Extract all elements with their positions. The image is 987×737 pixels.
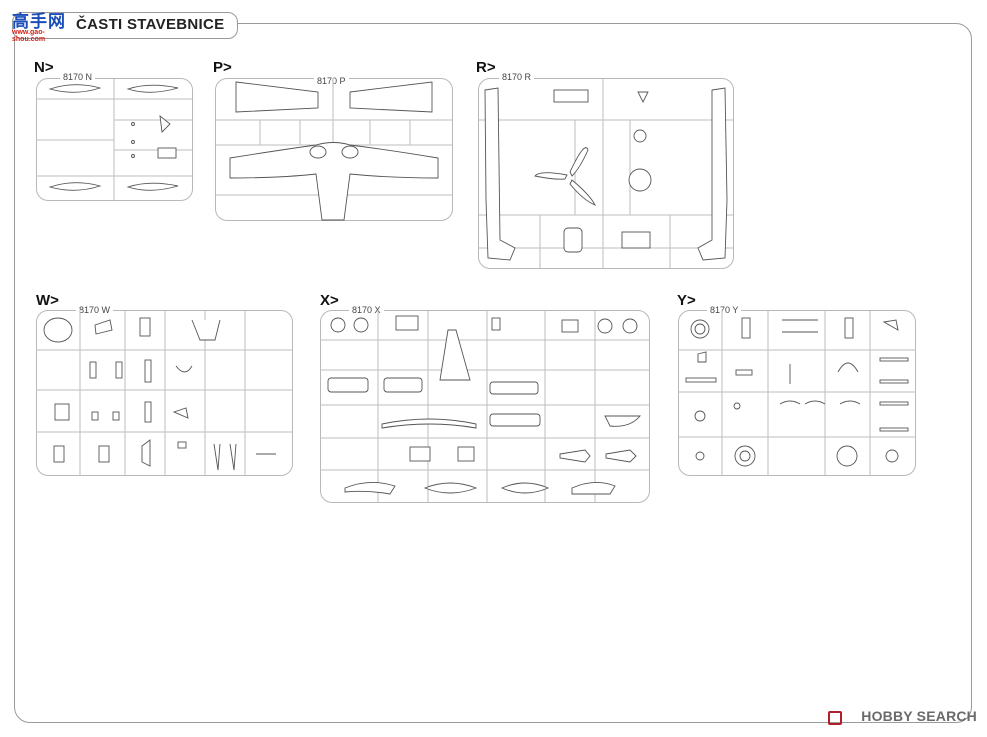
sprue-r-parts (484, 87, 728, 261)
sprue-y-parts (685, 317, 909, 467)
watermark-icon (828, 711, 842, 725)
sprue-code-n: 8170 N (60, 72, 96, 82)
sprue-y-frame (678, 310, 916, 476)
sprue-w-parts (43, 317, 276, 471)
sprue-x-grid (320, 310, 650, 503)
logo-url: www.gao-shou.com (12, 29, 46, 43)
page-title: ČASTI STAVEBNICE (76, 16, 225, 33)
sprue-p-parts (229, 81, 439, 221)
sprue-y-grid (678, 310, 916, 476)
page-frame (14, 23, 972, 723)
site-logo: 高手网 www.gao-shou.com (4, 3, 70, 43)
title-tab (12, 12, 238, 39)
sprue-label-y: Y> (677, 292, 696, 309)
sprue-label-w: W> (36, 292, 59, 309)
sprue-r-frame (478, 78, 734, 269)
watermark: HOBBY SEARCH (861, 708, 977, 724)
sprue-code-x: 8170 X (349, 305, 384, 315)
sprue-x-parts (327, 315, 641, 495)
sprue-code-p: 8170 P (314, 76, 349, 86)
sprue-r-runners (478, 78, 734, 269)
sprue-label-n: N> (34, 59, 54, 76)
sprue-n-parts (48, 84, 179, 191)
sprue-n-runners (36, 78, 193, 201)
logo-text: 高手网 (12, 12, 66, 32)
sprue-w-grid (36, 310, 293, 476)
sprue-label-x: X> (320, 292, 339, 309)
sprue-label-p: P> (213, 59, 232, 76)
sprue-x-frame (320, 310, 650, 503)
sprue-code-y: 8170 Y (707, 305, 742, 315)
sprue-label-r: R> (476, 59, 496, 76)
sprue-code-w: 8170 W (76, 305, 114, 315)
sprue-code-r: 8170 R (499, 72, 535, 82)
